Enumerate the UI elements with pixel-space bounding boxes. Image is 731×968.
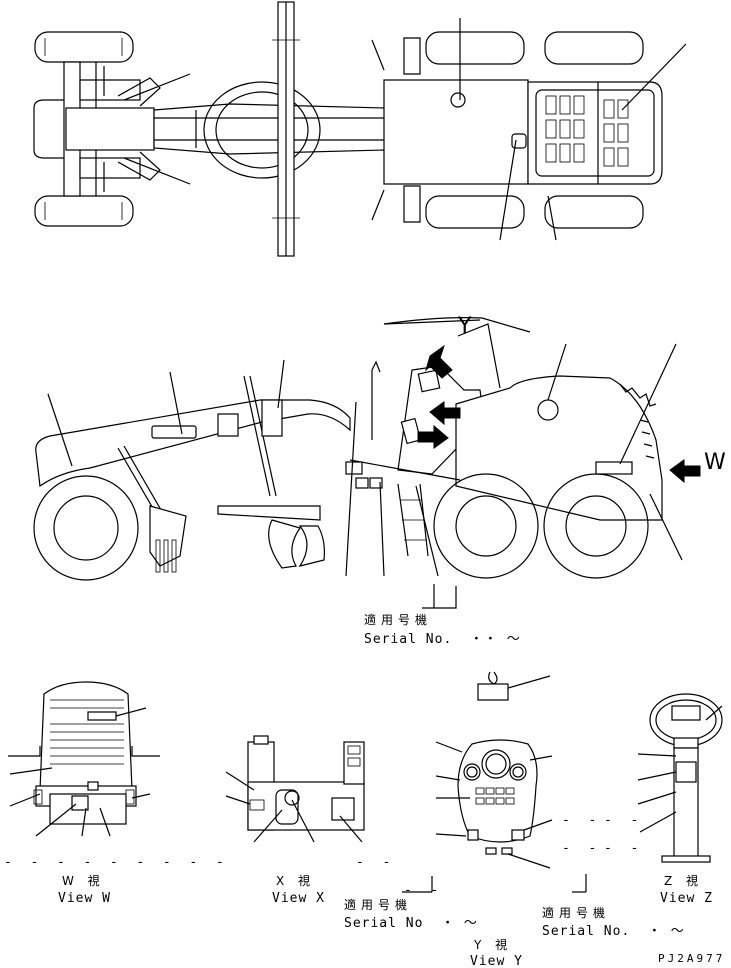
view-w-caption-jp: W 視	[62, 874, 105, 888]
view-letter-w: W	[704, 450, 727, 475]
view-y-caption-en: View Y	[470, 954, 523, 968]
view-z-caption-en: View Z	[660, 891, 713, 906]
dash-mark: - -	[562, 841, 598, 856]
top-view	[33, 1, 687, 257]
view-w	[8, 681, 160, 837]
dash-mark: - -	[404, 883, 440, 898]
view-z	[637, 693, 723, 863]
serial-label-en: Serial No. ・・ ～	[364, 632, 521, 647]
view-w-caption-en: View W	[58, 891, 111, 906]
view-x-caption-jp: X 視	[276, 874, 316, 888]
dash-mark: - - - - - - - - -	[4, 855, 225, 870]
serial-label-jp: 適用号機	[364, 613, 433, 627]
view-letter-y: Y	[458, 314, 473, 339]
serial-label-en: Serial No. ・ ～	[542, 924, 685, 939]
dash-mark: - -	[356, 855, 392, 870]
dash-mark: - -	[604, 841, 640, 856]
view-z-caption-jp: Z 視	[664, 874, 704, 888]
serial-label-en: Serial No ・ ～	[344, 916, 478, 931]
view-x-caption-en: View X	[272, 891, 325, 906]
drawing-code: PJ2A977	[658, 952, 726, 965]
serial-label-jp: 適用号機	[344, 898, 413, 912]
serial-label-jp: 適用号機	[542, 906, 611, 920]
dash-mark: - -	[562, 813, 598, 828]
side-view	[33, 317, 701, 609]
dash-mark: - -	[604, 813, 640, 828]
view-y-caption-jp: Y 視	[474, 938, 513, 952]
view-x	[225, 735, 365, 843]
view-y	[402, 671, 587, 893]
